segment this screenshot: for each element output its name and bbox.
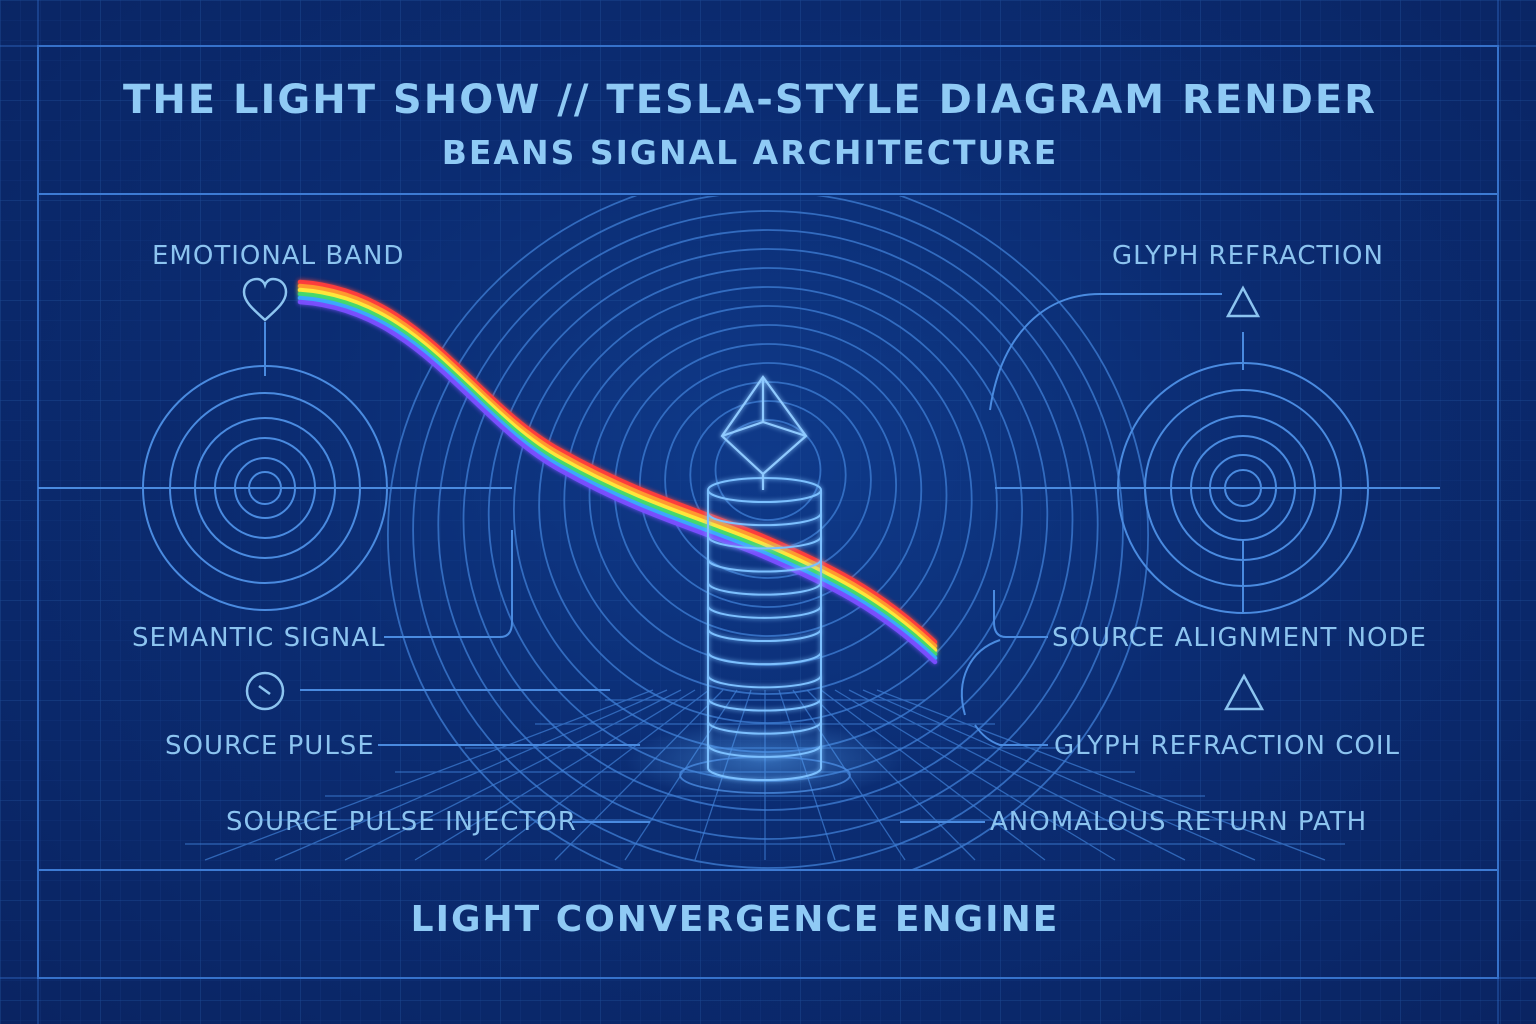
floor-line — [204, 689, 654, 861]
floor-line — [820, 689, 1046, 861]
label-source-pulse: SOURCE PULSE — [165, 731, 375, 761]
label-emotional-band: EMOTIONAL BAND — [152, 241, 405, 271]
label-glyph-refraction: GLYPH REFRACTION — [1112, 241, 1384, 271]
floor-line — [834, 689, 1116, 861]
page-subtitle: BEANS SIGNAL ARCHITECTURE — [441, 133, 1059, 172]
page-title: THE LIGHT SHOW // TESLA-STYLE DIAGRAM RE… — [123, 77, 1377, 123]
rainbow-stripe — [297, 299, 938, 665]
rainbow-stripe — [297, 295, 938, 661]
footer-title: LIGHT CONVERGENCE ENGINE — [410, 899, 1060, 940]
cylinder-disk — [707, 744, 822, 758]
cylinder-disk — [707, 651, 822, 666]
floor-line — [862, 689, 1256, 861]
label-source-pulse-injector: SOURCE PULSE INJECTOR — [226, 807, 577, 837]
signal-ring — [387, 196, 1149, 870]
cylinder-disk — [707, 767, 822, 781]
cylinder-disk — [707, 628, 822, 642]
triangle-icon — [1225, 285, 1261, 318]
label-anomalous-return-path: ANOMALOUS RETURN PATH — [990, 807, 1368, 837]
signal-ring — [714, 419, 822, 521]
cylinder-disk — [707, 512, 822, 527]
rainbow-stripe — [297, 287, 938, 653]
rainbow-stripe — [297, 283, 938, 649]
cylinder-cap — [707, 477, 822, 503]
floor-line — [876, 689, 1326, 861]
cylinder-disk — [707, 605, 822, 619]
floor-line — [274, 689, 668, 861]
floor-line — [848, 689, 1186, 861]
cylinder-disk — [707, 536, 822, 550]
rainbow-beam — [297, 279, 938, 665]
floor-line — [344, 689, 682, 861]
label-glyph-refraction-coil: GLYPH REFRACTION COIL — [1054, 731, 1400, 761]
signal-ring — [563, 305, 973, 695]
octahedron-icon — [720, 375, 808, 490]
connector-lines — [300, 293, 1222, 823]
label-semantic-signal: SEMANTIC SIGNAL — [132, 623, 386, 653]
signal-ring — [412, 196, 1124, 869]
rainbow-stripe — [297, 291, 938, 657]
core-cylinder — [707, 477, 822, 781]
cylinder-disk — [707, 559, 822, 573]
signal-ring — [462, 229, 1074, 811]
rainbow-stripe — [297, 279, 938, 645]
heart-icon — [242, 277, 288, 322]
floor-line — [414, 689, 696, 861]
signal-ring — [437, 210, 1099, 840]
cylinder-disk — [707, 582, 822, 596]
triangle-icon — [1223, 673, 1265, 711]
floor-grid — [185, 689, 1345, 861]
floor-line — [484, 689, 710, 861]
cylinder-disk — [707, 721, 822, 735]
cylinder-disk — [707, 675, 822, 689]
label-source-alignment-node: SOURCE ALIGNMENT NODE — [1052, 623, 1427, 653]
gauge-icon — [245, 671, 285, 711]
cylinder-disk — [707, 698, 822, 712]
signal-ring — [639, 362, 898, 608]
crosshair-lines — [38, 322, 1440, 612]
